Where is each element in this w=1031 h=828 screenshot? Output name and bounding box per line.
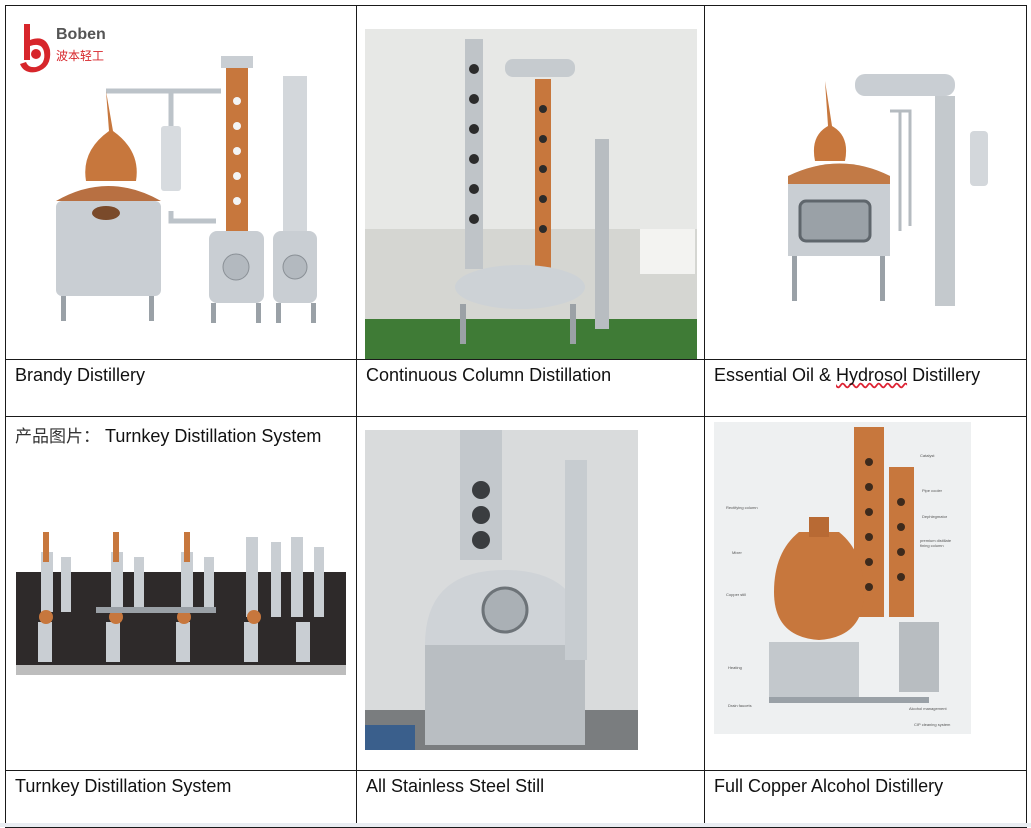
label-chinese: 产品图片： bbox=[15, 427, 100, 447]
diagram-label-premium-distillate: premium distillate fining column bbox=[920, 538, 952, 548]
cell-essential-oil-image bbox=[704, 5, 1027, 360]
diagram-label-cip-cleaning: CIP cleaning system bbox=[914, 722, 951, 727]
diagram-label-catalyst: Catalyst bbox=[920, 453, 935, 458]
stainless-steel-still-photo bbox=[365, 430, 638, 750]
caption-stainless-still: All Stainless Steel Still bbox=[366, 776, 545, 796]
diagram-label-dephlegmator: Dephlegmator bbox=[922, 514, 948, 519]
continuous-column-photo bbox=[365, 29, 697, 359]
diagram-label-rectifying-column: Rectifying column bbox=[726, 505, 758, 510]
caption-continuous-column: Continuous Column Distillation bbox=[366, 365, 612, 385]
spellcheck-word: Hydrosol bbox=[836, 365, 908, 385]
caption-brandy-distillery: Brandy Distillery bbox=[15, 365, 146, 385]
turnkey-system-photo bbox=[16, 527, 346, 697]
product-images-label: 产品图片： Turnkey Distillation System bbox=[15, 422, 321, 447]
diagram-label-drain-faucets: Drain faucets bbox=[728, 703, 752, 708]
diagram-label-mixer: Mixer bbox=[732, 550, 742, 555]
diagram-label-alcohol-management: Alcohol management bbox=[909, 706, 947, 711]
logo-brand: Boben bbox=[56, 26, 106, 43]
cell-stainless-caption: All Stainless Steel Still bbox=[356, 770, 705, 828]
diagram-label-copper-still: Copper still bbox=[726, 592, 747, 597]
cell-brandy-caption: Brandy Distillery bbox=[5, 359, 357, 417]
caption-full-copper: Full Copper Alcohol Distillery bbox=[714, 776, 944, 796]
logo-chinese: 波本轻工 bbox=[56, 49, 105, 63]
diagram-label-pipe-cooler: Pipe cooler bbox=[922, 488, 943, 493]
product-table: Boben 波本轻工 bbox=[5, 5, 1027, 828]
diagram-label-heating: Heating bbox=[728, 665, 742, 670]
label-english: Turnkey Distillation System bbox=[105, 426, 322, 446]
brandy-distillery-photo bbox=[21, 31, 331, 331]
cell-stainless-image bbox=[356, 416, 705, 771]
cell-continuous-caption: Continuous Column Distillation bbox=[356, 359, 705, 417]
cell-essential-oil-caption: Essential Oil & Hydrosol Distillery bbox=[704, 359, 1027, 417]
page-bottom-edge bbox=[0, 823, 1031, 827]
full-copper-distillery-photo: Catalyst Pipe cooler Rectifying column D… bbox=[714, 422, 971, 734]
cell-continuous-image bbox=[356, 5, 705, 360]
caption-part-2: Distillery bbox=[907, 365, 981, 385]
caption-part-1: Essential Oil & bbox=[714, 365, 837, 385]
cell-full-copper-caption: Full Copper Alcohol Distillery bbox=[704, 770, 1027, 828]
caption-essential-oil: Essential Oil & Hydrosol Distillery bbox=[714, 365, 980, 386]
caption-turnkey-system: Turnkey Distillation System bbox=[15, 776, 232, 796]
cell-full-copper-image: Catalyst Pipe cooler Rectifying column D… bbox=[704, 416, 1027, 771]
cell-brandy-image: Boben 波本轻工 bbox=[5, 5, 357, 360]
boben-logo: Boben 波本轻工 bbox=[16, 20, 116, 80]
cell-turnkey-caption: Turnkey Distillation System bbox=[5, 770, 357, 828]
essential-oil-photo bbox=[770, 66, 1010, 316]
cell-turnkey-image: 产品图片： Turnkey Distillation System bbox=[5, 416, 357, 771]
